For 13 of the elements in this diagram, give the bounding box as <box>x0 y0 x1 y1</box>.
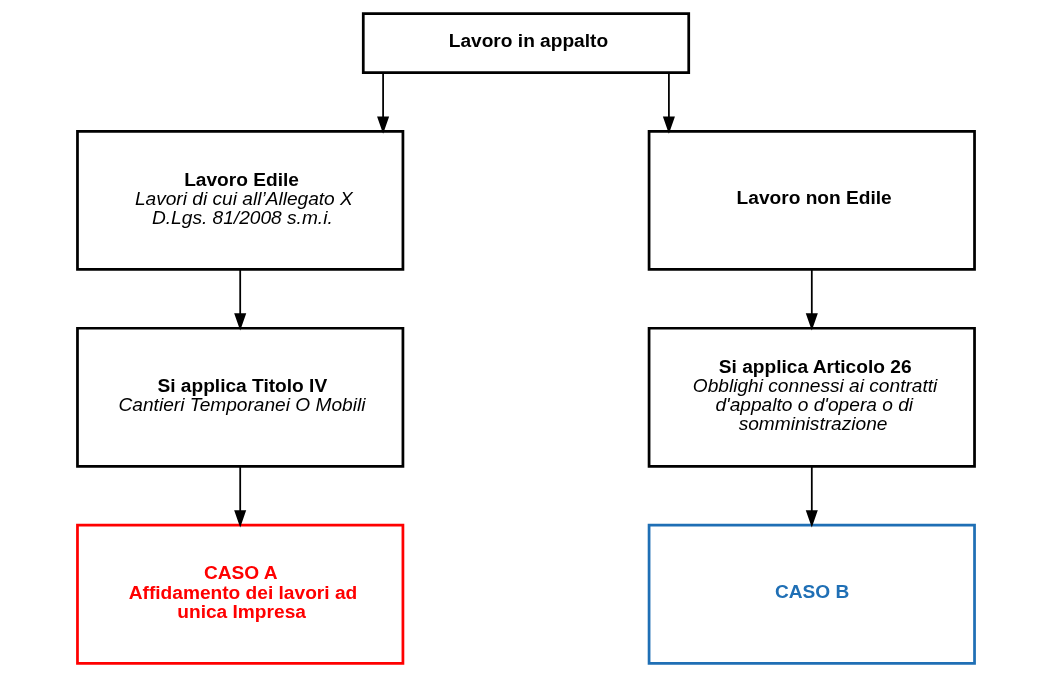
arrow <box>805 465 818 528</box>
arrow <box>662 71 675 134</box>
arrow <box>234 465 247 528</box>
arrow <box>234 268 247 331</box>
node-box: CASO A Affidamento dei lavori ad unica Impresa <box>76 523 405 665</box>
node-box: Lavoro in appalto <box>361 12 691 74</box>
node-box: Si applica Titolo IV Cantieri Temporanei O Mobili <box>76 326 405 468</box>
arrow <box>805 268 818 331</box>
arrow <box>377 71 390 134</box>
node-box: CASO B <box>647 523 976 665</box>
node-box: Si applica Articolo 26 Obblighi connessi ai contratti d'appalto o d'opera o di somministrazione <box>647 326 976 468</box>
node-box: Lavoro Edile Lavori di cui all’Allegato X D.Lgs. 81/2008 s.m.i. <box>76 129 405 271</box>
node-box: Lavoro non Edile <box>647 129 976 271</box>
